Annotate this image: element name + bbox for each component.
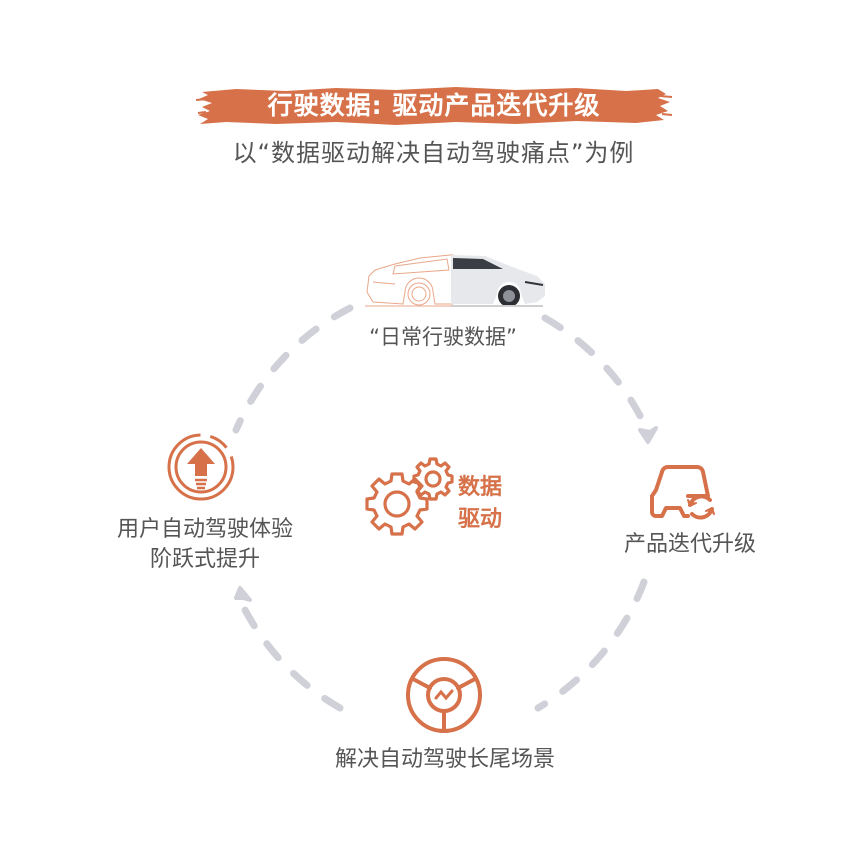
page-subtitle: 以“数据驱动解决自动驾驶痛点”为例 [232, 139, 635, 167]
gears-icon [365, 457, 454, 536]
node-label-long-tail: 解决自动驾驶长尾场景 [334, 747, 555, 772]
arrow-bottom-right [534, 578, 648, 712]
node-label-experience-line2: 阶跃式提升 [149, 547, 260, 572]
arrow-bottom-left [236, 596, 344, 712]
arrow-top-left [232, 304, 354, 434]
node-label-experience-line1: 用户自动驾驶体验 [116, 517, 293, 542]
arrow-top-right [541, 314, 652, 436]
center-label-line1: 数据 [458, 475, 503, 500]
page-title: 行驶数据: 驱动产品迭代升级 [267, 91, 601, 120]
arrowhead-left [234, 586, 252, 602]
steering-wheel-icon [406, 657, 482, 733]
car-image [365, 254, 545, 307]
center-label: 数据 驱动 [458, 472, 502, 536]
brush-stroke-background [196, 87, 672, 125]
arrowhead-right [638, 426, 658, 444]
arrow-up-icon [167, 433, 235, 501]
node-label-product-iteration: 产品迭代升级 [623, 532, 756, 557]
node-label-daily-data: “日常行驶数据” [369, 325, 517, 349]
node-label-experience: 用户自动驾驶体验 阶跃式提升 [90, 515, 320, 575]
center-label-line2: 驱动 [458, 507, 503, 532]
title-banner: 行驶数据: 驱动产品迭代升级 [196, 86, 672, 126]
car-refresh-icon [650, 465, 715, 520]
